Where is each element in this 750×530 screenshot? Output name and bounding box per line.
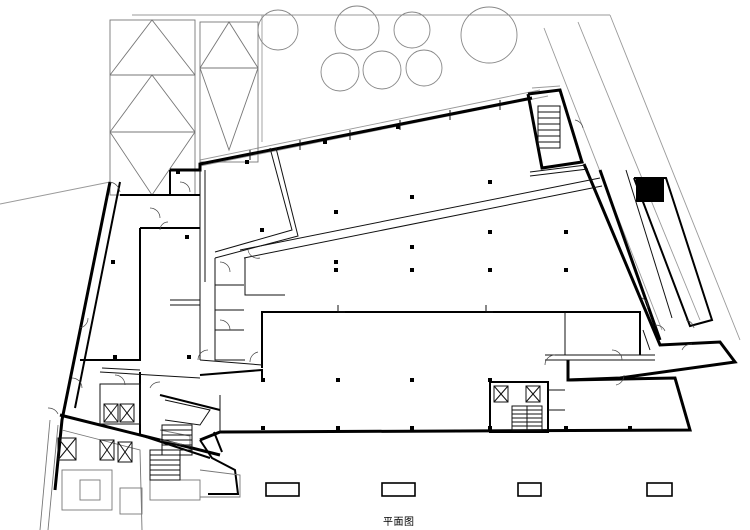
west-rooms [80, 170, 211, 426]
drawing-caption: 平面图 [383, 517, 415, 528]
column [111, 260, 115, 264]
column [628, 426, 632, 430]
skylight [265, 482, 300, 497]
column [410, 195, 414, 199]
tree [393, 11, 431, 49]
tree [460, 6, 518, 64]
site-context-lines [0, 14, 741, 341]
tree [334, 5, 380, 51]
trees [257, 5, 518, 92]
column [334, 210, 338, 214]
door-swings [47, 119, 695, 415]
tree [320, 52, 360, 92]
column [396, 125, 400, 129]
column [410, 426, 414, 430]
column [488, 268, 492, 272]
column [245, 160, 249, 164]
column [410, 268, 414, 272]
column [410, 378, 414, 382]
tree [405, 49, 443, 87]
column [488, 378, 492, 382]
tree [362, 50, 402, 90]
column [334, 268, 338, 272]
column [488, 180, 492, 184]
column [336, 378, 340, 382]
column [488, 426, 492, 430]
stair-core-west [161, 424, 193, 456]
column [260, 228, 264, 232]
column [488, 230, 492, 234]
skylight-openings [265, 482, 673, 497]
interior-walls [199, 147, 655, 432]
column [410, 245, 414, 249]
tree [257, 9, 299, 51]
column [261, 378, 265, 382]
column-markers [111, 125, 632, 430]
column [564, 230, 568, 234]
exterior-walls [53, 96, 738, 495]
east-wing [598, 169, 714, 351]
column [564, 268, 568, 272]
column [323, 140, 327, 144]
south-west-building [39, 419, 241, 530]
column [336, 426, 340, 430]
column [334, 260, 338, 264]
stair-core-south [489, 381, 565, 433]
column [564, 426, 568, 430]
stair-core-north [526, 88, 589, 177]
column [113, 355, 117, 359]
column [185, 235, 189, 239]
column [176, 170, 180, 174]
skylight [646, 482, 673, 497]
column [187, 355, 191, 359]
skylight [517, 482, 542, 497]
north-fence-ticks [249, 100, 501, 160]
column [261, 426, 265, 430]
skylight [381, 482, 416, 497]
